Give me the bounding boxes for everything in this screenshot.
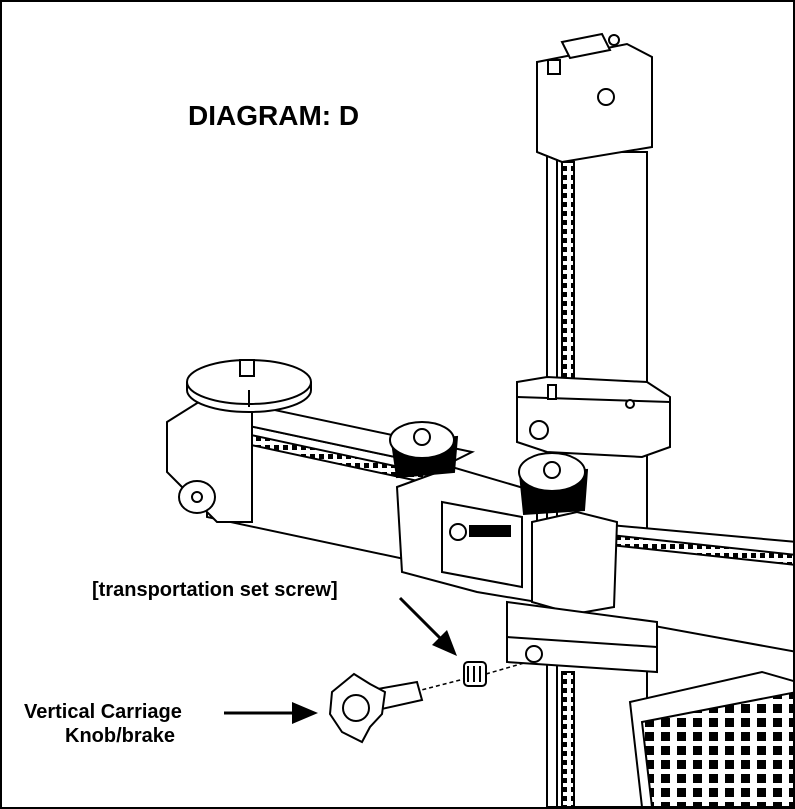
rotating-disc bbox=[186, 359, 312, 413]
upper-collar bbox=[516, 375, 671, 459]
clamp-knob-left bbox=[389, 421, 459, 479]
callout-set-screw: [transportation set screw] bbox=[92, 579, 338, 601]
clamp-knob-right bbox=[518, 452, 589, 516]
carriage-block bbox=[395, 465, 658, 674]
arrow-knob bbox=[224, 702, 318, 724]
column-top-cap bbox=[536, 32, 653, 164]
arrow-set-screw bbox=[398, 596, 457, 656]
assembly-axis-line-2 bbox=[485, 662, 525, 675]
arm-end-bracket bbox=[166, 398, 253, 523]
set-screw bbox=[463, 661, 487, 687]
parts-basket bbox=[628, 670, 793, 807]
vertical-carriage-knob bbox=[328, 672, 424, 744]
callout-knob-line2: Knob/brake bbox=[65, 725, 176, 747]
diagram-title: DIAGRAM: D bbox=[188, 100, 360, 131]
callout-knob-line1: Vertical Carriage bbox=[24, 701, 182, 723]
